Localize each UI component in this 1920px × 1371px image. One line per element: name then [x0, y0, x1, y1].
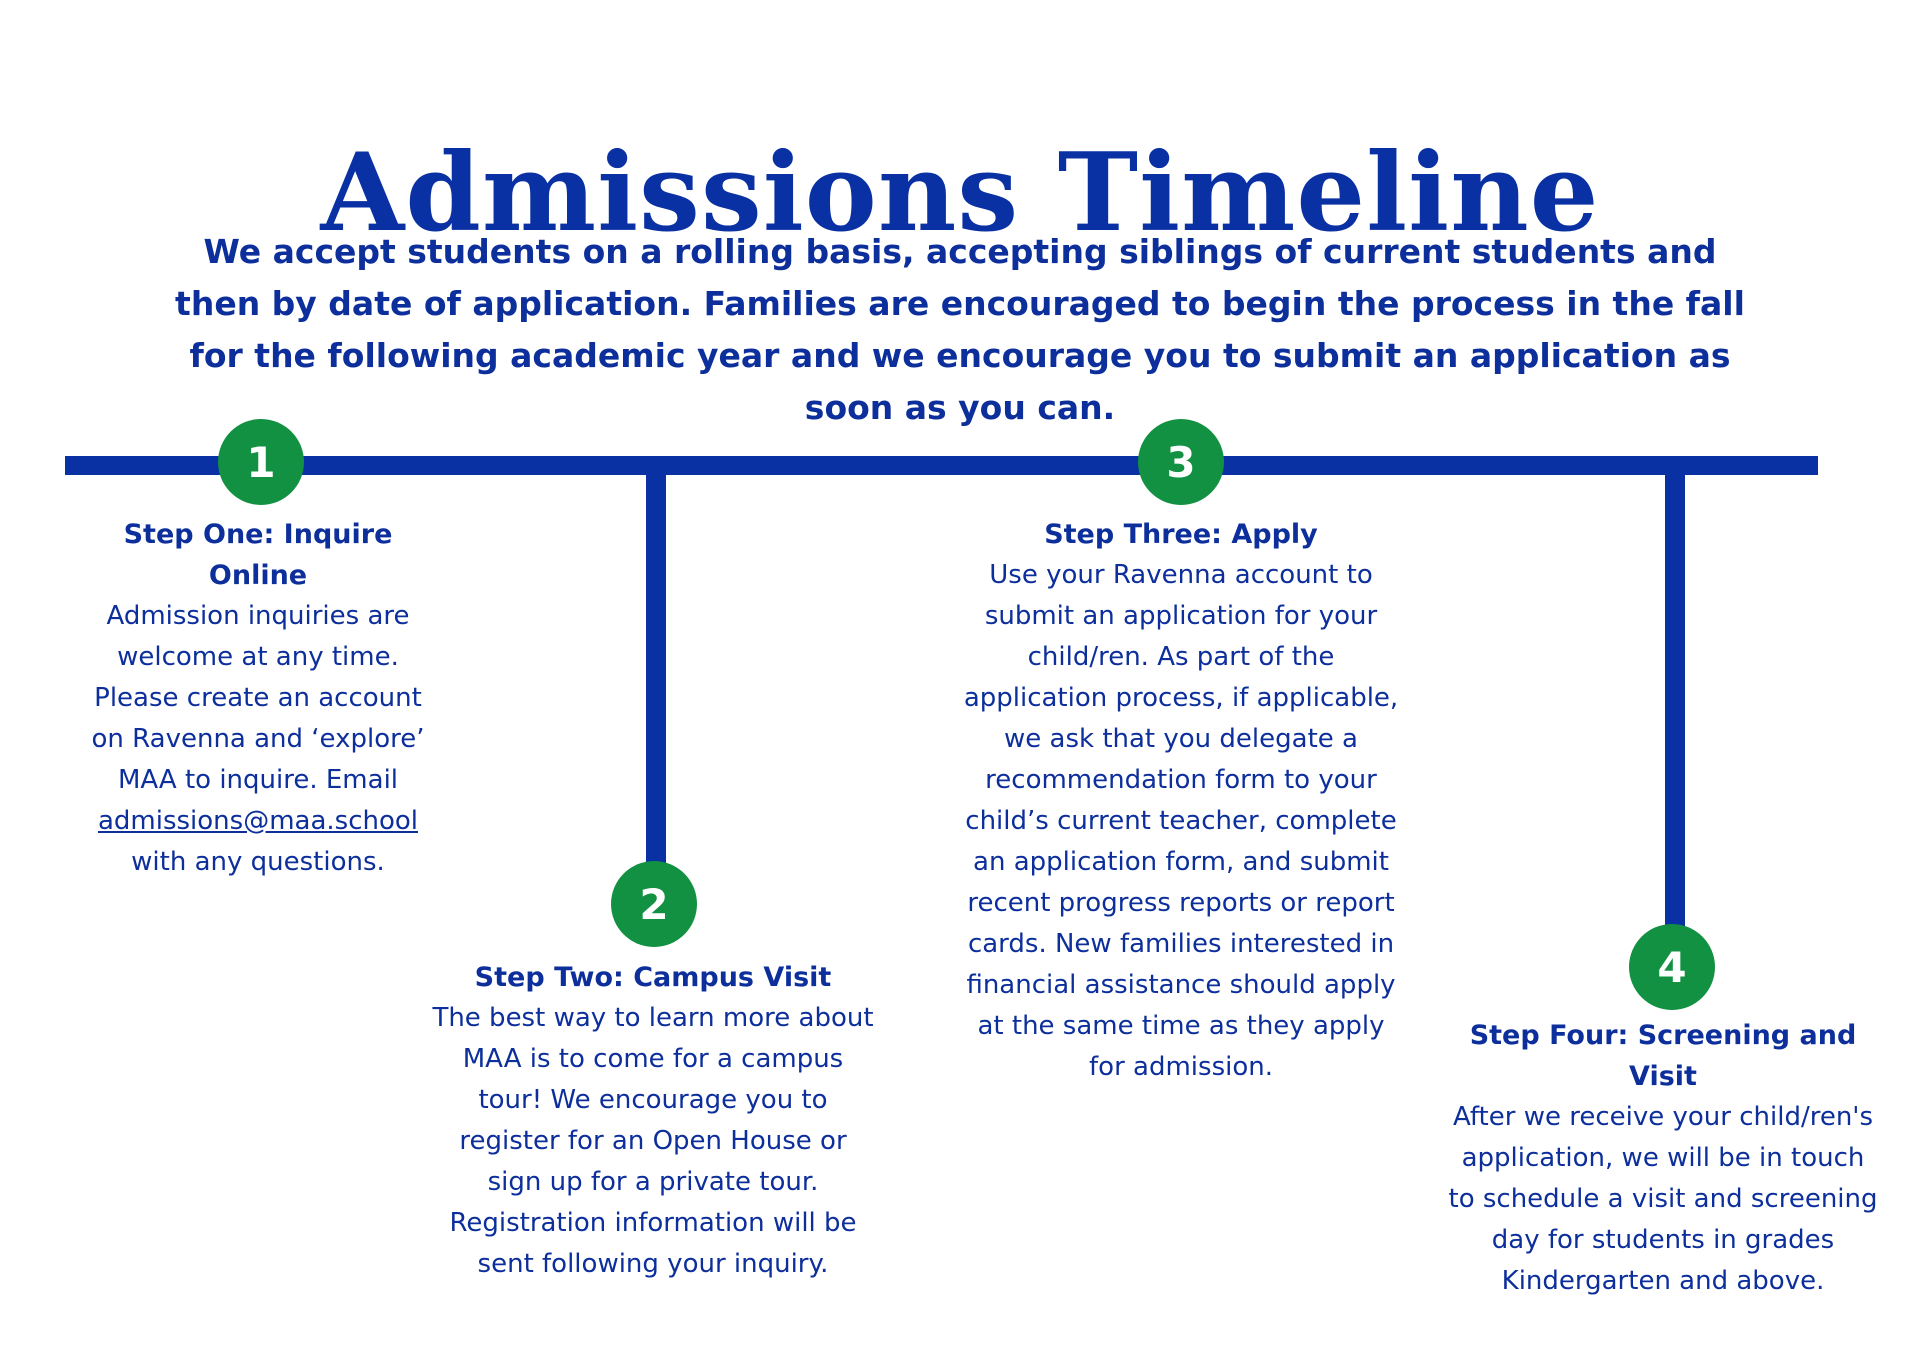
step-3-title: Step Three: Apply — [1044, 519, 1318, 550]
step-1-number-badge: 1 — [218, 419, 304, 505]
step-4-number: 4 — [1657, 942, 1687, 992]
step-4-body: After we receive your child/ren's applic… — [1448, 1102, 1878, 1296]
admissions-email-link[interactable]: admissions@maa.school — [97, 806, 419, 836]
timeline-main-line — [65, 456, 1818, 475]
step-2-title: Step Two: Campus Visit — [474, 962, 832, 993]
step-3-body: Use your Ravenna account to submit an ap… — [963, 560, 1399, 1082]
step-4-number-badge: 4 — [1629, 924, 1715, 1010]
step-2-body: The best way to learn more about MAA is … — [432, 1003, 874, 1279]
step-1-body-text-end: with any questions. — [131, 847, 385, 877]
step-2-number: 2 — [639, 879, 669, 929]
step-1-body-text: Admission inquiries are welcome at any t… — [91, 601, 425, 795]
step-3-number-badge: 3 — [1138, 419, 1224, 505]
timeline-connector-step-4 — [1665, 466, 1685, 966]
step-2-card: Step Two: Campus Visit The best way to l… — [432, 957, 874, 1285]
step-4-title: Step Four: Screening and Visit — [1469, 1020, 1857, 1092]
step-1-title: Step One: Inquire Online — [123, 519, 393, 591]
intro-paragraph: We accept students on a rolling basis, a… — [175, 232, 1745, 427]
step-4-card: Step Four: Screening and Visit After we … — [1448, 1015, 1878, 1302]
page-title: Admissions Timeline — [320, 130, 1600, 257]
step-1-card: Step One: Inquire Online Admission inqui… — [78, 514, 438, 883]
step-1-body: Admission inquiries are welcome at any t… — [78, 596, 438, 883]
step-1-number: 1 — [246, 437, 276, 487]
step-2-number-badge: 2 — [611, 861, 697, 947]
timeline-connector-step-2 — [646, 466, 666, 906]
step-3-card: Step Three: Apply Use your Ravenna accou… — [956, 514, 1406, 1088]
step-3-number: 3 — [1166, 437, 1196, 487]
